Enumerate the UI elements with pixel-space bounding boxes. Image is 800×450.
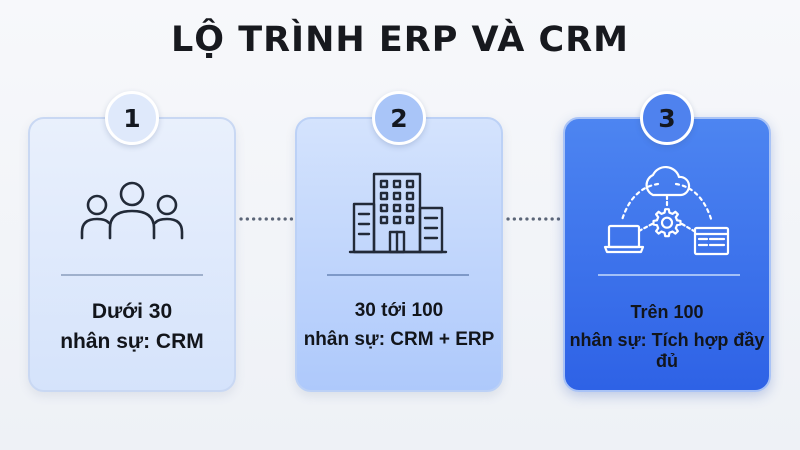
integration-icon [603, 165, 730, 256]
step-label-2-line-1: 30 tới 100 [354, 300, 444, 321]
step-label-1-line-1: Dưới 30 [91, 300, 173, 323]
step-number-badge-1: 1 [105, 91, 159, 145]
people-icon [80, 181, 184, 240]
step-card-2 [295, 117, 503, 392]
step-divider-1 [61, 274, 203, 276]
step-number-badge-3: 3 [640, 91, 694, 145]
step-label-2-line-2: nhân sự: CRM + ERP [303, 329, 495, 350]
dotted-connector-1 [239, 217, 294, 221]
building-icon [348, 172, 448, 254]
step-label-1-line-2: nhân sự: CRM [60, 330, 204, 353]
step-number-badge-2: 2 [372, 91, 426, 145]
step-divider-2 [327, 274, 469, 276]
page-title: LỘ TRÌNH ERP VÀ CRM [170, 20, 629, 60]
step-card-1 [28, 117, 236, 392]
step-card-3 [563, 117, 771, 392]
step-label-3-line-2: nhân sự: Tích hợp đầy đủ [569, 330, 765, 371]
step-divider-3 [598, 274, 740, 276]
dotted-connector-2 [506, 217, 561, 221]
step-label-3-line-1: Trên 100 [630, 302, 704, 322]
